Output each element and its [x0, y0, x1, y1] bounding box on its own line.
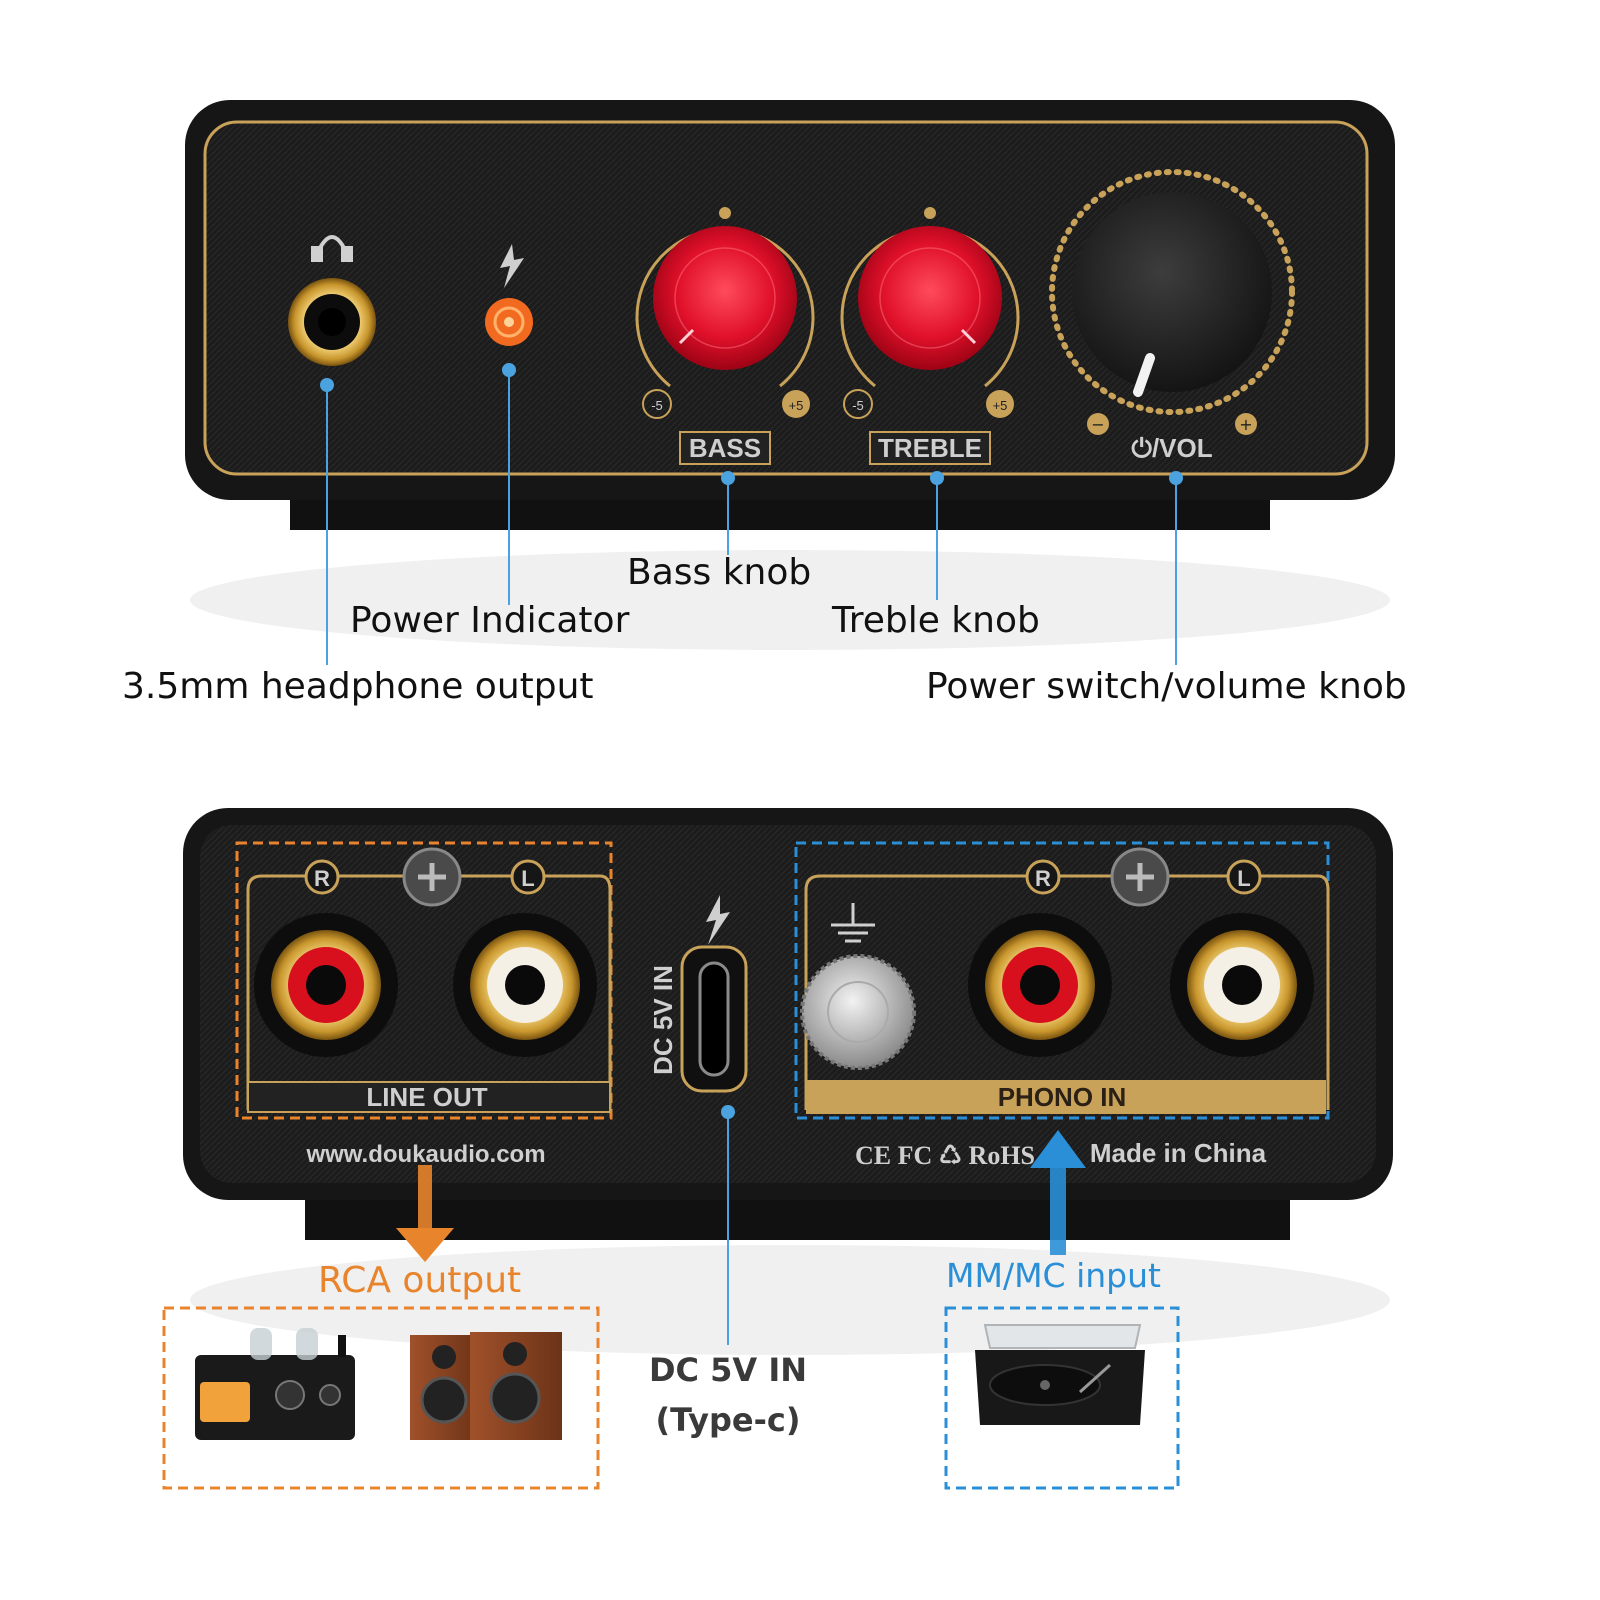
- power-volume-callout: Power switch/volume knob: [926, 666, 1407, 707]
- bookshelf-speakers-image: [410, 1332, 562, 1440]
- volume-label: ⏻/VOL: [1131, 433, 1212, 463]
- volume-knob[interactable]: [1049, 169, 1295, 415]
- svg-text:−: −: [1091, 415, 1104, 434]
- svg-text:LINE OUT: LINE OUT: [366, 1082, 487, 1112]
- dc-leader-line: [721, 1105, 735, 1345]
- ground-terminal[interactable]: [800, 954, 916, 1070]
- phono-l-badge: L: [1226, 859, 1262, 895]
- dc-vertical-label: DC 5V IN: [648, 965, 678, 1075]
- tube-amplifier-image: [195, 1328, 355, 1440]
- svg-text:L: L: [1237, 866, 1250, 891]
- mm-mc-input-arrow: [1030, 1130, 1086, 1255]
- line-out-l-jack[interactable]: [453, 913, 597, 1057]
- headphone-jack[interactable]: [288, 278, 376, 366]
- line-out-highlight: [235, 841, 613, 1120]
- svg-text:BASS: BASS: [689, 433, 761, 463]
- svg-text:-5: -5: [852, 398, 864, 413]
- certification-marks: CE FC ♺ RoHS: [855, 1141, 1035, 1170]
- line-out-r-badge: R: [304, 859, 340, 895]
- turntable-box: [944, 1306, 1180, 1490]
- rear-unit: R L LINE OUT www.doukaudio.com: [183, 808, 1393, 1355]
- rca-output-callout: RCA output: [318, 1260, 522, 1301]
- dc-input-callout: DC 5V IN (Type-c): [628, 1345, 828, 1445]
- dc-lightning-icon: [706, 895, 730, 945]
- svg-text:PHONO IN: PHONO IN: [998, 1082, 1127, 1112]
- treble-scale-max: +5: [986, 390, 1014, 418]
- dc-input-callout-line2: (Type-c): [655, 1401, 801, 1439]
- bass-knob-callout: Bass knob: [627, 552, 812, 593]
- bass-scale-max: +5: [782, 390, 810, 418]
- rca-output-arrow: [396, 1165, 454, 1262]
- treble-knob[interactable]: [840, 207, 1020, 388]
- line-out-label: LINE OUT: [247, 1081, 611, 1113]
- lightning-icon: [500, 244, 524, 288]
- website-label: www.doukaudio.com: [305, 1141, 545, 1168]
- turntable-image: [975, 1324, 1145, 1425]
- svg-text:-5: -5: [651, 398, 663, 413]
- line-out-screw: [402, 847, 462, 907]
- svg-text:L: L: [521, 866, 534, 891]
- line-out-l-badge: L: [510, 859, 546, 895]
- phono-l-jack[interactable]: [1170, 913, 1314, 1057]
- volume-max-mark: +: [1235, 413, 1257, 435]
- dc-input-callout-line1: DC 5V IN: [648, 1351, 808, 1389]
- front-unit: -5 +5 BASS -5 +5 TREBLE: [185, 100, 1395, 650]
- usb-c-port[interactable]: [680, 945, 748, 1093]
- phono-screw: [1110, 847, 1170, 907]
- svg-text:R: R: [1035, 866, 1051, 891]
- phono-in-highlight: [794, 841, 1330, 1120]
- svg-text:+5: +5: [993, 398, 1008, 413]
- power-indicator-led: [485, 298, 533, 346]
- ground-icon: [831, 903, 875, 943]
- bass-label: BASS: [679, 431, 771, 465]
- bass-knob[interactable]: [635, 207, 815, 388]
- mm-mc-input-callout: MM/MC input: [946, 1256, 1161, 1295]
- power-indicator-callout: Power Indicator: [350, 600, 630, 641]
- rca-devices-box: [162, 1306, 600, 1490]
- phono-r-badge: R: [1025, 859, 1061, 895]
- svg-text:R: R: [314, 866, 330, 891]
- line-out-r-jack[interactable]: [254, 913, 398, 1057]
- treble-label: TREBLE: [869, 431, 991, 465]
- treble-scale-min: -5: [843, 389, 873, 419]
- made-in-label: Made in China: [1090, 1138, 1267, 1168]
- svg-text:+: +: [1239, 415, 1252, 434]
- treble-knob-callout: Treble knob: [832, 600, 1040, 641]
- front-leader-lines: [320, 363, 1183, 665]
- phono-in-label: PHONO IN: [806, 1080, 1326, 1114]
- phono-r-jack[interactable]: [968, 913, 1112, 1057]
- headphone-icon: [311, 235, 353, 262]
- headphone-output-callout: 3.5mm headphone output: [122, 666, 594, 707]
- svg-text:TREBLE: TREBLE: [878, 433, 982, 463]
- svg-text:+5: +5: [789, 398, 804, 413]
- volume-min-mark: −: [1087, 413, 1109, 435]
- bass-scale-min: -5: [642, 389, 672, 419]
